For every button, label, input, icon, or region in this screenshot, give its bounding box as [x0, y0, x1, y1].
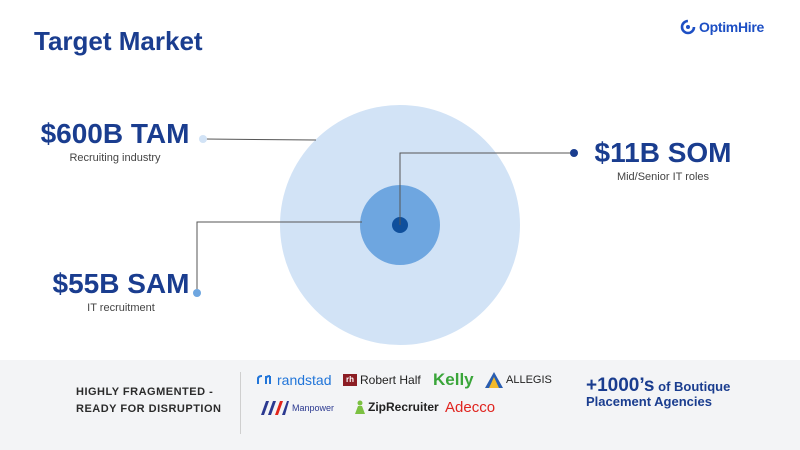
sam-label: IT recruitment — [87, 302, 155, 314]
sam-metric: $55B SAM IT recruitment — [48, 268, 194, 314]
market-circles-diagram — [193, 105, 578, 345]
sam-value: $55B SAM — [52, 268, 190, 299]
som-label: Mid/Senior IT roles — [616, 171, 710, 183]
manpower-mark-icon — [261, 401, 289, 415]
page-title: Target Market — [34, 26, 203, 56]
optimhire-logo: OptimHire — [680, 19, 764, 35]
tam-marker — [199, 135, 207, 143]
tam-label: Recruiting industry — [69, 152, 161, 164]
kelly-logo: Kelly — [433, 370, 474, 389]
logo-text: OptimHire — [699, 19, 764, 35]
ziprecruiter-logo: ZipRecruiter — [354, 400, 439, 414]
som-metric: $11B SOM Mid/Senior IT roles — [588, 137, 738, 183]
allegis-logo: ALLEGIS — [485, 372, 552, 388]
boutique-agencies-text: +1000’s of Boutique Placement Agencies — [586, 375, 731, 409]
tam-metric: $600B TAM Recruiting industry — [32, 118, 198, 164]
adecco-logo: Adecco — [445, 399, 496, 416]
fragmented-label: HIGHLY FRAGMENTED - READY FOR DISRUPTION — [76, 386, 222, 415]
allegis-mark-icon — [485, 372, 503, 388]
divider — [240, 372, 241, 434]
som-marker — [570, 149, 578, 157]
randstad-mark-icon — [257, 375, 271, 384]
competitor-band: HIGHLY FRAGMENTED - READY FOR DISRUPTION… — [0, 360, 800, 450]
ziprecruiter-mark-icon — [355, 400, 365, 414]
logo-mark-icon — [680, 19, 696, 35]
som-value: $11B SOM — [594, 137, 732, 168]
robert-half-logo: rh Robert Half — [343, 373, 421, 387]
som-connector — [399, 152, 571, 225]
sam-marker — [193, 289, 201, 297]
robert-half-mark-icon: rh — [343, 374, 357, 386]
tam-value: $600B TAM — [40, 118, 190, 149]
manpower-logo: Manpower — [259, 401, 334, 415]
tam-connector — [204, 138, 317, 141]
randstad-logo: randstad — [257, 372, 331, 388]
sam-connector — [196, 221, 362, 289]
